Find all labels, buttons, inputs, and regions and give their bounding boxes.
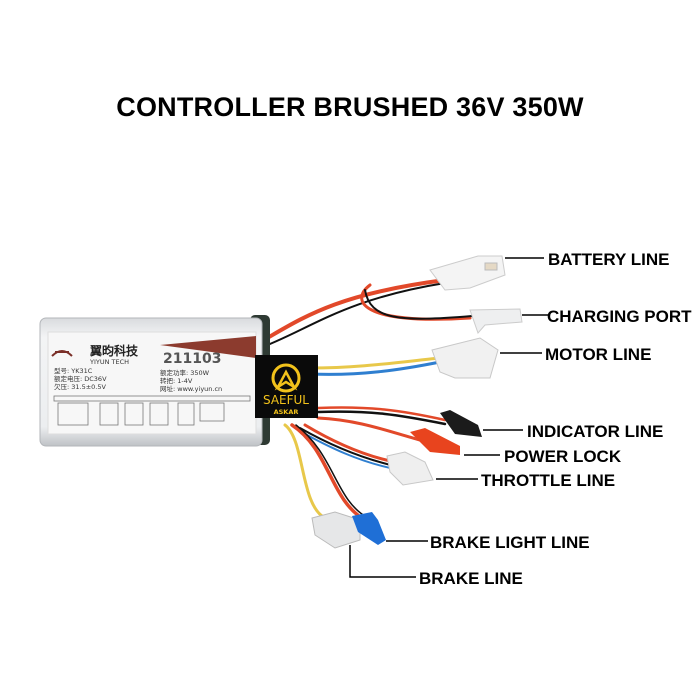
brake-light-wire-red xyxy=(290,423,367,522)
brake-light-connector xyxy=(352,512,386,545)
label-stripe xyxy=(160,336,256,358)
brand-cn: 翼昀科技 xyxy=(89,343,139,358)
website: 网址: www.yiyun.cn xyxy=(160,384,222,393)
watermark-line1: SAEFUL xyxy=(263,393,309,407)
leader-lines xyxy=(349,257,548,578)
motor-wire-blue xyxy=(308,360,442,376)
pin-diagram xyxy=(53,395,251,426)
indicator-wire-black xyxy=(316,410,447,426)
label-brake-line: BRAKE LINE xyxy=(419,569,523,588)
controller-box: 翼昀科技 YIYUN TECH 211103 型号: YK31C 额定电压: D… xyxy=(39,315,270,447)
undervoltage: 欠压: 31.5±0.5V xyxy=(54,382,107,391)
rated-power: 额定功率: 350W xyxy=(160,368,210,377)
brand-en: YIYUN TECH xyxy=(89,358,129,366)
battery-wire-red xyxy=(253,278,447,347)
rated-voltage: 额定电压: DC36V xyxy=(54,374,107,383)
throttle-wire-red xyxy=(303,423,397,464)
watermark-line2: ASKAR xyxy=(274,408,299,416)
label-charging-port: CHARGING PORT xyxy=(547,307,692,326)
page-title: CONTROLLER BRUSHED 36V 350W xyxy=(116,92,584,122)
brake-wire-yellow xyxy=(283,423,327,520)
indicator-wire-red xyxy=(316,406,447,422)
throttle-spec: 转把: 1-4V xyxy=(160,376,193,385)
label-indicator-line: INDICATOR LINE xyxy=(527,422,663,441)
model: 型号: YK31C xyxy=(54,366,93,375)
label-power-lock: POWER LOCK xyxy=(504,447,622,466)
throttle-connector xyxy=(386,451,434,486)
label-throttle-line: THROTTLE LINE xyxy=(481,471,615,490)
wires xyxy=(253,278,473,522)
label-brake-light-line: BRAKE LIGHT LINE xyxy=(430,533,590,552)
charging-connector xyxy=(469,308,523,334)
charging-wire-black xyxy=(364,289,473,320)
brake-light-wire-black xyxy=(295,424,369,519)
watermark-logo: SAEFUL ASKAR xyxy=(255,355,318,418)
label-battery-line: BATTERY LINE xyxy=(548,250,670,269)
power-lock-connector xyxy=(410,428,460,455)
brake-connector xyxy=(311,511,361,549)
motor-connector xyxy=(431,337,499,379)
motor-wire-yellow xyxy=(308,356,442,370)
serial-number: 211103 xyxy=(163,351,221,367)
indicator-connector xyxy=(440,410,482,437)
brand-logo xyxy=(51,350,73,357)
battery-wire-black xyxy=(254,282,446,351)
throttle-wire-black xyxy=(299,427,396,467)
battery-connector xyxy=(429,255,506,291)
powerlock-wire xyxy=(316,416,422,442)
label-motor-line: MOTOR LINE xyxy=(545,345,651,364)
connectors xyxy=(311,255,523,549)
